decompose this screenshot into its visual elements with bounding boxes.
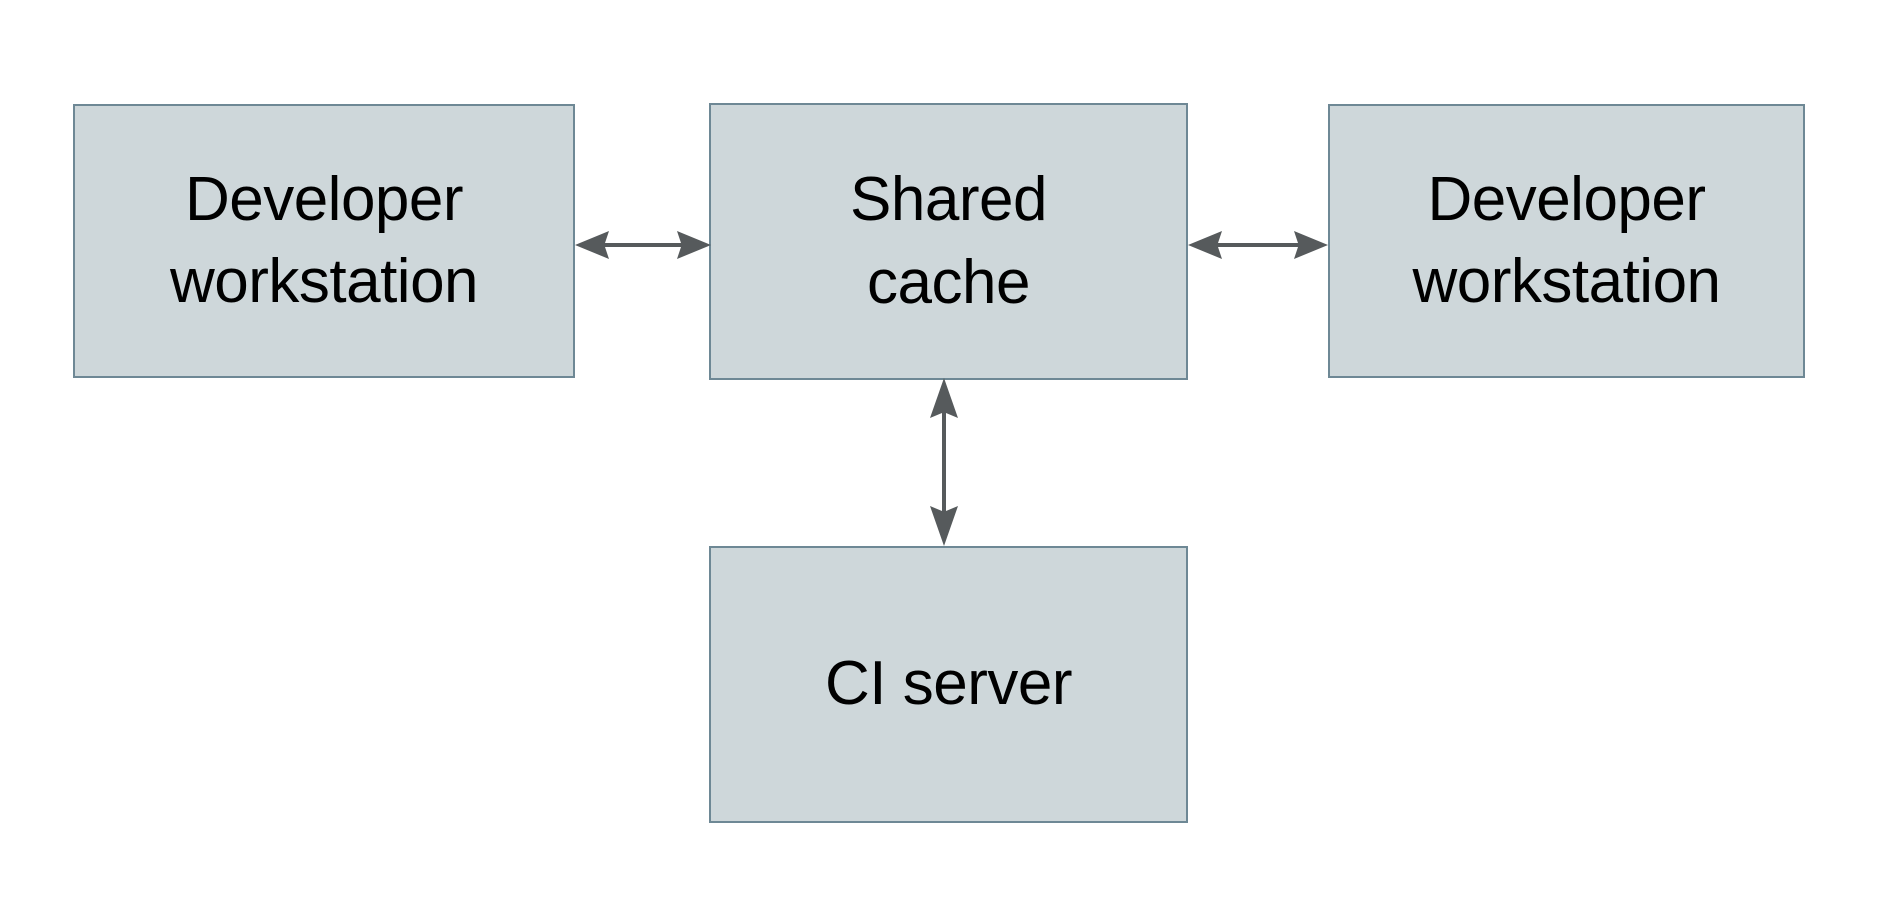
node-dev-workstation-right[interactable]: Developer workstation (1328, 104, 1805, 378)
double-arrow-icon (930, 378, 958, 546)
node-label: Developer workstation (1412, 164, 1721, 316)
edge-left-workstation-cache (575, 222, 711, 268)
node-label: Developer workstation (169, 164, 479, 316)
node-label: Shared cache (850, 165, 1047, 317)
double-arrow-icon (1188, 231, 1328, 259)
double-arrow-icon (575, 231, 711, 259)
node-ci-server[interactable]: CI server (709, 546, 1188, 823)
edge-cache-ci-server (921, 378, 967, 546)
node-dev-workstation-left[interactable]: Developer workstation (73, 104, 575, 378)
node-label: CI server (825, 649, 1072, 719)
node-shared-cache[interactable]: Shared cache (709, 103, 1188, 380)
edge-cache-right-workstation (1188, 222, 1328, 268)
